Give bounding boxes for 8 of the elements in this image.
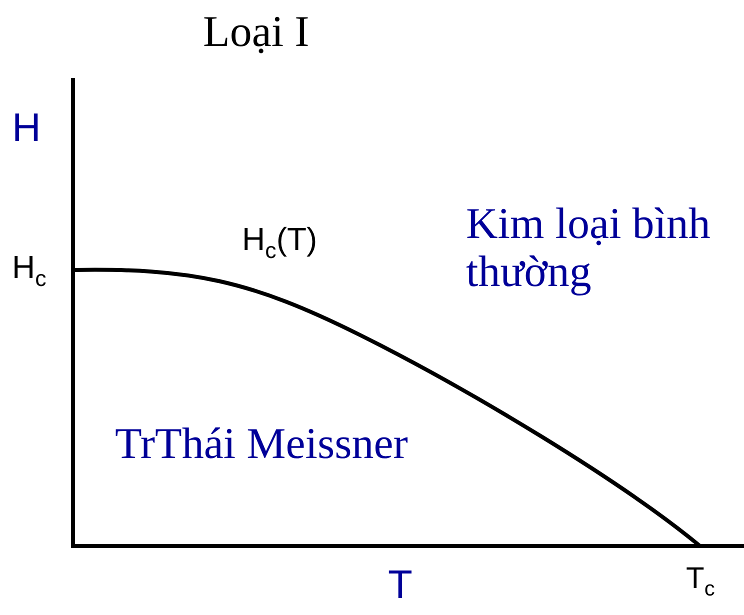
x-axis-label: T: [388, 563, 412, 607]
tick-label: T$_{c}$: [686, 562, 715, 600]
chart-title: Loại I: [203, 8, 310, 56]
tick-label: H$_{c}$: [12, 250, 46, 292]
region-label: TrThái Meissner: [115, 420, 408, 468]
y-axis-label: H: [12, 106, 41, 150]
curve-label: H$_{c}$(T): [242, 222, 318, 264]
region-label: Kim loại bình thường: [466, 200, 712, 297]
